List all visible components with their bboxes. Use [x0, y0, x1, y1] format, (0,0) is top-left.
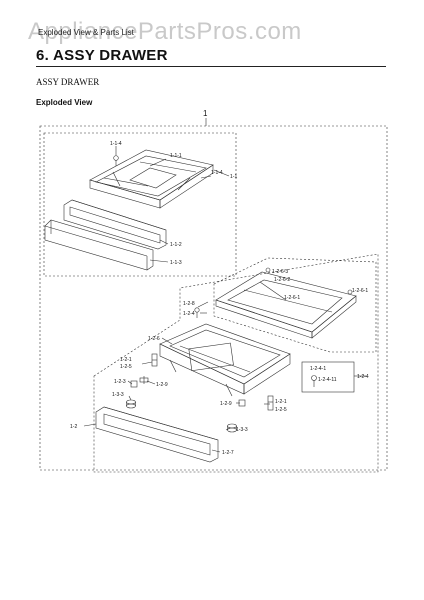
front-panel-1-1-3 [44, 219, 154, 271]
roller-1-2-3-left [130, 380, 138, 388]
ref-1: 1 [203, 109, 208, 118]
screw-inset [301, 361, 355, 393]
ref-1-2-7: 1-2-7 [222, 450, 234, 456]
bracket-1-2-1-right [267, 395, 274, 411]
tray-1-1-1 [89, 149, 214, 209]
roller-1-2-9-left [139, 376, 149, 384]
group-1-2-boundary [93, 253, 379, 473]
ref-1-1-4-right: 1-1-4 [211, 170, 223, 176]
group-1-2-6-boundary [213, 257, 377, 353]
page-title: 6. ASSY DRAWER [36, 47, 168, 64]
ref-1-2-9-mid: 1-2-9 [220, 401, 232, 407]
ref-1-2-5-left: 1-2-5 [120, 364, 132, 370]
ref-1-2-4-right: 1-2-4 [357, 374, 369, 380]
ref-1-2-6-3: 1-2-6-3 [272, 269, 288, 275]
ref-1-2-6-2-upper: 1-2-6-2 [274, 277, 290, 283]
foot-1-3-3-left [126, 399, 136, 409]
ref-1-2-9-left: 1-2-9 [156, 382, 168, 388]
ref-1-2-1-right: 1-2-1 [275, 399, 287, 405]
front-frame-1-1-2 [63, 199, 167, 250]
front-frame-1-2-7 [95, 406, 219, 463]
ref-1-1-1: 1-1-1 [170, 153, 182, 159]
assembly-boundary [39, 125, 388, 471]
view-label: Exploded View [36, 98, 93, 107]
ref-1-2-3-left: 1-2-3 [114, 379, 126, 385]
ref-1-2-6: 1-2-6 [148, 336, 160, 342]
foot-1-3-3-right [227, 423, 237, 433]
ref-1-2-4-1: 1-2-4-1 [310, 366, 326, 372]
section-label: ASSY DRAWER [36, 77, 100, 87]
drawer-frame-1-2-6 [159, 323, 291, 397]
ref-1-2-8: 1-2-8 [183, 301, 195, 307]
ref-1-2-5-right: 1-2-5 [275, 407, 287, 413]
watermark: AppliancePartsPros.com [28, 18, 302, 45]
ref-1-1: 1-1 [230, 174, 237, 180]
rail-frame-1-2-6 [215, 267, 357, 339]
ref-1-1-2: 1-1-2 [170, 242, 182, 248]
title-rule [36, 66, 386, 67]
group-1-1-boundary [43, 132, 237, 277]
ref-1-3-3-right: 1-3-3 [236, 427, 248, 433]
screw-1-1-4 [113, 150, 119, 166]
ref-1-2-6-1-center: 1-2-6-1 [284, 295, 300, 301]
ref-1-1-4-top: 1-1-4 [110, 141, 122, 147]
ref-1-2-1-left: 1-2-1 [120, 357, 132, 363]
ref-1-2: 1-2 [70, 424, 77, 430]
screw-1-2-4 [194, 307, 200, 318]
breadcrumb: Exploded View & Parts List [38, 28, 134, 37]
ref-1-2-6-1-right: 1-2-6-1 [352, 288, 368, 294]
ref-1-2-4-11: 1-2-4-11 [318, 377, 337, 383]
ref-1-2-4-left: 1-2-4 [183, 311, 195, 317]
ref-1-3-3-left: 1-3-3 [112, 392, 124, 398]
bracket-1-2-1-left [151, 353, 158, 367]
ref-1-1-3: 1-1-3 [170, 260, 182, 266]
